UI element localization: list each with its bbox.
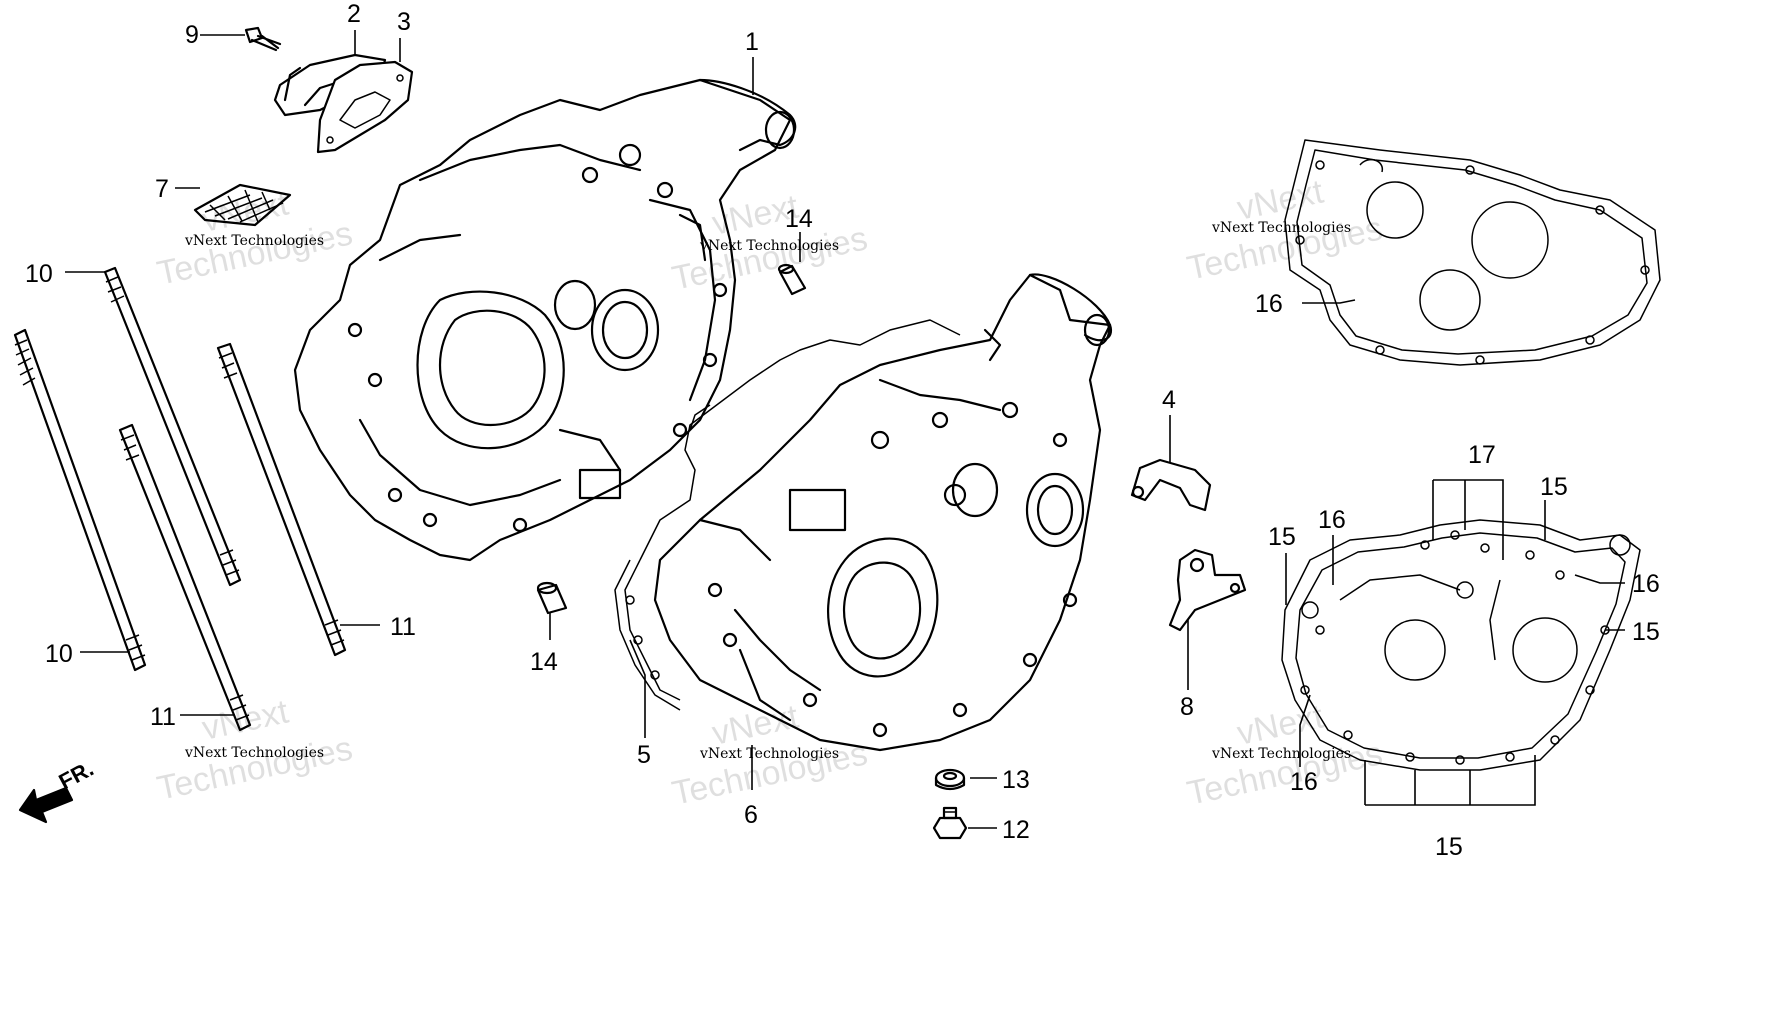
callout-4: 4: [1162, 386, 1176, 414]
callout-16-left: 16: [1318, 506, 1346, 534]
svg-text:vNext: vNext: [1234, 697, 1327, 752]
side-cover-gasket-lower: [1281, 519, 1641, 771]
callout-15-right: 15: [1632, 618, 1660, 646]
svg-text:vNext Technologies: vNext Technologies: [699, 238, 839, 254]
watermark-4: vNext vNext Technologies Technologies: [154, 692, 356, 807]
callout-10-bottom: 10: [45, 640, 73, 668]
svg-text:vNext: vNext: [709, 697, 802, 752]
right-crankcase-half: [653, 273, 1113, 752]
callout-8: 8: [1180, 693, 1194, 721]
front-direction-arrow-icon: FR.: [18, 756, 98, 824]
drain-bolt: [932, 806, 968, 840]
callout-14-lower: 14: [530, 648, 558, 676]
watermark-6: vNext vNext Technologies Technologies: [1184, 697, 1386, 812]
callout-2: 2: [347, 0, 361, 28]
leader-lines: [65, 30, 1625, 829]
callout-17: 17: [1468, 441, 1496, 469]
callout-11-right: 11: [390, 613, 416, 641]
breather-gasket: [316, 60, 414, 154]
side-cover-gasket-upper: [1284, 139, 1661, 366]
svg-text:vNext: vNext: [199, 692, 292, 747]
left-crankcase-half: [293, 78, 797, 562]
callout-13: 13: [1002, 766, 1030, 794]
callout-labels: 1 2 3 9 7 14 10 10 11 11 14 5 6 13 12 4 …: [25, 0, 1660, 861]
oil-strainer-screen: [193, 183, 292, 227]
callout-15-right-top: 15: [1540, 473, 1568, 501]
svg-text:vNext Technologies: vNext Technologies: [184, 745, 324, 761]
callout-3: 3: [397, 8, 411, 36]
svg-text:vNext Technologies: vNext Technologies: [1211, 220, 1351, 236]
svg-text:Technologies: Technologies: [154, 729, 356, 807]
dowel-pin-upper: [777, 263, 807, 296]
callout-16-bottom: 16: [1290, 768, 1318, 796]
callout-9: 9: [185, 21, 199, 49]
callout-12: 12: [1002, 816, 1030, 844]
svg-text:vNext Technologies: vNext Technologies: [699, 746, 839, 762]
svg-text:vNext Technologies: vNext Technologies: [1211, 746, 1351, 762]
front-direction-label: FR.: [55, 756, 98, 795]
watermark-3: vNext vNext Technologies Technologies: [1184, 172, 1386, 287]
callout-16-upper: 16: [1255, 290, 1283, 318]
bracket-upper: [1130, 458, 1212, 512]
callout-10-top: 10: [25, 260, 53, 288]
callout-15-left: 15: [1268, 523, 1296, 551]
watermark-1: vNext vNext Technologies Technologies: [154, 184, 356, 292]
svg-text:vNext Technologies: vNext Technologies: [184, 233, 324, 249]
bracket-lower: [1168, 548, 1247, 632]
callout-5: 5: [637, 741, 651, 769]
callout-7: 7: [155, 175, 169, 203]
callout-1: 1: [745, 28, 759, 56]
crankcase-gasket-center: [614, 319, 961, 711]
stud-bolts: [13, 266, 347, 732]
callout-15-bottom: 15: [1435, 833, 1463, 861]
dowel-pin-lower: [536, 581, 568, 615]
callout-16-right: 16: [1632, 570, 1660, 598]
callout-6: 6: [744, 801, 758, 829]
callout-14-upper: 14: [785, 205, 813, 233]
sealing-washer: [934, 768, 966, 791]
bolt-small: [244, 26, 282, 52]
callout-11-bottom: 11: [150, 703, 176, 731]
